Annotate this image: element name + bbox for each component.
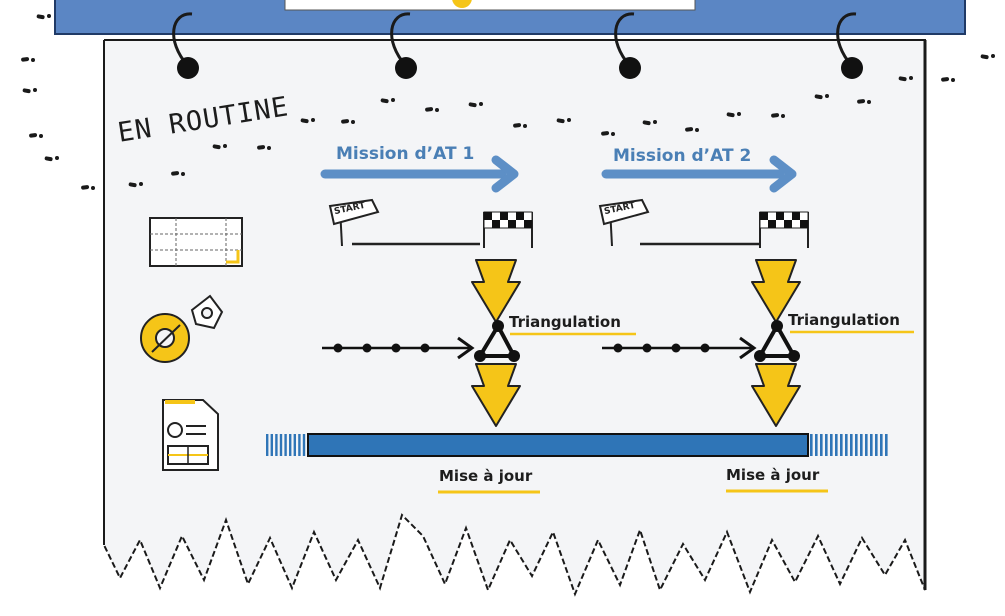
update-label-2: Mise à jour	[726, 466, 820, 484]
mission-2-arrow	[601, 155, 797, 193]
timeline-bar	[266, 433, 888, 457]
report-icon	[162, 399, 219, 471]
dotted-arrow-1	[322, 336, 475, 360]
spreadsheet-icon	[149, 217, 243, 267]
banner-sun	[452, 0, 472, 8]
down-arrow-group	[471, 259, 801, 427]
finish-flag-icon	[483, 211, 533, 248]
start-flag-icon	[598, 198, 650, 226]
binder-rings	[172, 12, 863, 79]
banner-card	[284, 0, 696, 11]
gears-icon	[140, 294, 224, 363]
update-label-1: Mise à jour	[439, 467, 533, 485]
mission-1-label: Mission d’AT 1	[336, 144, 475, 164]
triangulation-label-1: Triangulation	[509, 313, 621, 331]
race-track-2	[598, 198, 809, 248]
dotted-arrow-2	[602, 336, 757, 360]
down-arrow-icon	[751, 259, 801, 323]
triangulation-icon	[754, 320, 800, 362]
down-arrow-icon	[751, 363, 801, 427]
start-flag-icon	[328, 198, 380, 226]
mission-1-arrow	[320, 155, 519, 193]
footprint-trail	[21, 14, 995, 190]
triangulation-label-2: Triangulation	[788, 311, 900, 329]
race-track-1	[328, 198, 533, 248]
down-arrow-icon	[471, 259, 521, 323]
triangulation-icon	[474, 320, 520, 362]
mission-2-label: Mission d’AT 2	[613, 146, 752, 166]
down-arrow-icon	[471, 363, 521, 427]
finish-flag-icon	[759, 211, 809, 248]
